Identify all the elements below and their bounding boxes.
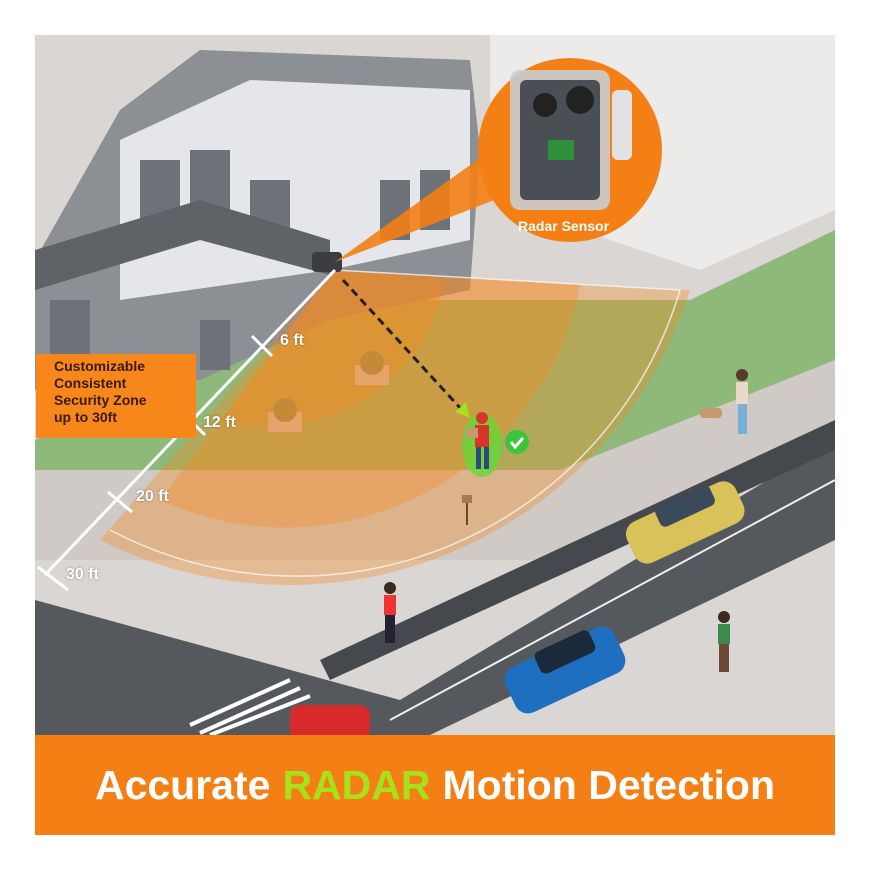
crosswalk [189, 678, 311, 735]
headline-after: Motion Detection [442, 761, 776, 808]
yellow-car [625, 481, 745, 564]
headline-highlight: RADAR [282, 761, 431, 808]
pedestrian [384, 582, 396, 643]
radar-sensor-zoom [478, 58, 662, 242]
road [35, 440, 835, 735]
callout-line: up to 30ft [54, 409, 117, 425]
callout-line: Consistent [54, 375, 127, 391]
delivery-person [462, 412, 502, 477]
pedestrian [718, 611, 730, 672]
headline-banner: Accurate RADAR Motion Detection [35, 735, 835, 835]
radar-coverage-zones [100, 269, 690, 585]
headline-before: Accurate [94, 761, 271, 808]
red-car [290, 705, 370, 735]
detection-arrow [341, 278, 464, 412]
security-zone-callout: Customizable Consistent Security Zone up… [36, 354, 196, 438]
blue-car [504, 626, 626, 714]
callout-line: Customizable [54, 358, 146, 374]
radar-illustration [35, 35, 835, 735]
radar-sensor-label: Radar Sensor [518, 218, 610, 234]
camera-icon [312, 252, 342, 272]
distance-label-30ft: 30 ft [66, 566, 99, 583]
distance-label-6ft: 6 ft [280, 332, 304, 349]
detected-check-icon [505, 430, 529, 454]
callout-line: Security Zone [54, 392, 147, 408]
radar-chip-icon [548, 140, 574, 160]
distance-label-12ft: 12 ft [203, 414, 236, 431]
dog-walker [700, 369, 748, 434]
distance-label-20ft: 20 ft [136, 488, 169, 505]
